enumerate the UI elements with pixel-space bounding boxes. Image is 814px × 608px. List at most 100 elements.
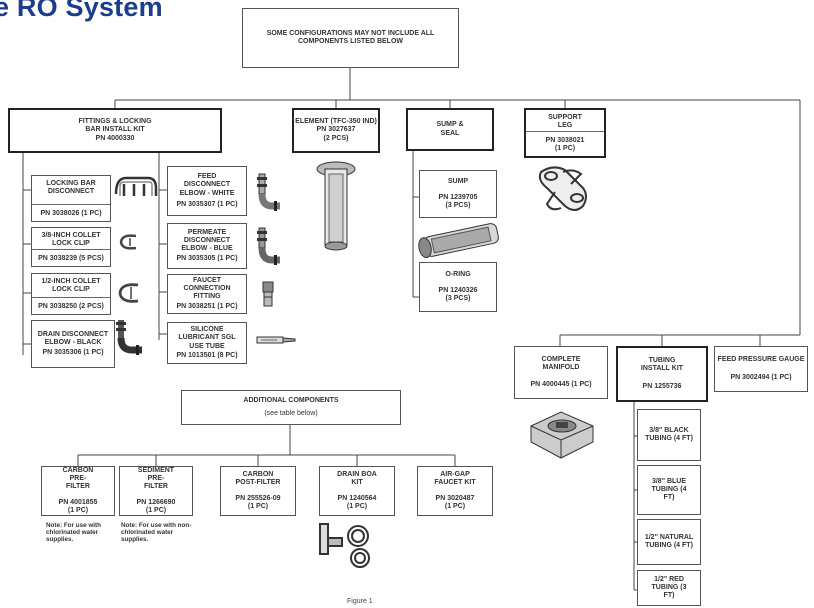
support-leg-icon [538,166,587,211]
top-note-text: SOME CONFIGURATIONS MAY NOT INCLUDE ALL … [266,29,435,45]
tubing-item: 1/2" RED TUBING (3 ft) [637,570,701,606]
drain-elbow-icon [116,320,142,355]
left-item-pn: PN 3038239 (5 pcs) [32,248,110,263]
tubing-kit-box: TUBING INSTALL KIT PN 1255736 [616,346,708,402]
additional-item-name: DRAIN BOA KIT [337,471,377,487]
chlorinated-note: Note: For use with chlorinated water sup… [46,522,101,544]
collet-clip-icon [119,234,137,250]
sump-housing-icon [418,223,499,258]
feed-gauge-box: FEED PRESSURE GAUGE PN 3002494 (1 pc) [714,346,808,392]
additional-components-box: ADDITIONAL COMPONENTS (see table below) [181,390,401,425]
left-item-pn: PN 3035306 (1 pc) [42,349,104,357]
top-note-box: SOME CONFIGURATIONS MAY NOT INCLUDE ALL … [242,8,459,68]
non-chlorinated-note: Note: For use with non-chlorinated water… [121,522,192,544]
o-ring-box: O-RING PN 1240326 (3 pcs) [419,262,497,312]
tubing-item: 3/8" BLACK TUBING (4 ft) [637,409,701,461]
sump-name: SUMP [447,177,469,185]
right-item-name: FEED DISCONNECT ELBOW - WHITE [179,173,235,197]
left-item-name: DRAIN DISCONNECT ELBOW - BLACK [37,330,109,346]
additional-item-pn: PN 4001855 [58,498,98,506]
install-kit-box: FITTINGS & LOCKING BAR INSTALL KIT PN 40… [8,108,222,153]
locking-bar-box: LOCKING BAR DISCONNECT PN 3038026 (1 pc) [31,175,111,222]
left-item-pn: PN 3038250 (2 pcs) [32,296,110,311]
element-box: ELEMENT (TFC-350 IND) PN 3027637 (2 pcs) [292,108,380,153]
additional-item: SEDIMENT PRE-FILTER PN 1266690 (1 pc) [119,466,193,516]
collet-clip-12-box: 1/2-INCH COLLET LOCK CLIP PN 3038250 (2 … [31,273,111,315]
additional-item-qty: (1 pc) [346,502,368,510]
support-leg-name: SUPPORT LEG [548,114,582,130]
permeate-elbow-box: PERMEATE DISCONNECT ELBOW - BLUE PN 3035… [167,223,247,269]
o-ring-name: O-RING [445,270,471,278]
support-leg-pn: PN 3038021 (1 pc) [526,130,604,154]
manifold-icon [530,411,594,459]
additional-item-pn: PN 1266690 [136,498,176,506]
element-cartridge-icon [316,161,356,251]
additional-item-name: SEDIMENT PRE-FILTER [137,466,175,491]
left-item-pn: PN 3038026 (1 pc) [32,203,110,218]
lubricant-tube-icon [256,336,296,344]
additional-title: ADDITIONAL COMPONENTS [243,397,339,405]
feed-elbow-icon [257,173,280,211]
tubing-kit-pn: PN 1255736 [642,382,682,390]
manifold-name: COMPLETE MANIFOLD [541,355,581,371]
install-kit-pn: PN 4000330 [95,134,135,142]
support-leg-qty: (1 pc) [554,144,576,152]
element-pn: PN 3027637 [316,126,356,134]
install-kit-name: FITTINGS & LOCKING BAR INSTALL KIT [78,118,152,134]
additional-item-qty: (1 pc) [444,502,466,510]
drain-boa-kit-icon [319,523,370,568]
page-title: e RO System [0,0,163,22]
additional-item-pn: PN 1240564 [337,494,377,502]
support-leg-box: SUPPORT LEG PN 3038021 (1 pc) [524,108,606,158]
tubing-item-name: 3/8" BLACK TUBING (4 ft) [645,426,693,442]
permeate-elbow-icon [257,227,280,265]
faucet-fitting-icon [262,281,274,307]
additional-item-qty: (1 pc) [67,506,89,514]
additional-item-pn: PN 255526-09 [235,494,281,502]
element-name: ELEMENT (TFC-350 IND) [295,118,377,126]
additional-item-name: CARBON PRE-FILTER [62,466,94,491]
left-item-name: 1/2-INCH COLLET LOCK CLIP [41,278,101,294]
additional-item-qty: (1 pc) [247,502,269,510]
faucet-fitting-box: FAUCET CONNECTION FITTING PN 3038251 (1 … [167,274,247,314]
tubing-item-name: 1/2" RED TUBING (3 ft) [651,575,687,600]
drain-elbow-box: DRAIN DISCONNECT ELBOW - BLACK PN 303530… [31,320,115,368]
right-item-pn: PN 3035307 (1 pc) [176,200,238,208]
additional-item-pn: PN 3020487 [435,494,475,502]
sump-seal-name: SUMP & SEAL [436,121,464,137]
element-qty: (2 pcs) [323,134,349,142]
tubing-item: 3/8" BLUE TUBING (4 ft) [637,465,701,515]
sump-qty: (3 pcs) [445,202,471,210]
left-item-name: 3/8-INCH COLLET LOCK CLIP [41,232,101,248]
additional-item: CARBON PRE-FILTER PN 4001855 (1 pc) [41,466,115,516]
sump-seal-box: SUMP & SEAL [406,108,494,151]
lubricant-box: SILICONE LUBRICANT SGL USE TUBE PN 10135… [167,322,247,364]
right-item-name: PERMEATE DISCONNECT ELBOW - BLUE [181,228,233,253]
collet-clip-38-box: 3/8-INCH COLLET LOCK CLIP PN 3038239 (5 … [31,227,111,267]
o-ring-qty: (3 pcs) [445,295,471,303]
o-ring-pn: PN 1240326 [438,286,478,294]
right-item-name: FAUCET CONNECTION FITTING [183,276,231,301]
additional-subtitle: (see table below) [264,409,318,417]
feed-gauge-pn: PN 3002494 (1 pc) [730,373,792,381]
sump-box: SUMP PN 1239705 (3 pcs) [419,170,497,218]
figure-caption: Figure 1 [347,598,373,605]
tubing-item-name: 3/8" BLUE TUBING (4 ft) [651,477,687,502]
additional-item-name: AIR-GAP FAUCET KIT [434,471,476,487]
additional-item-name: CARBON POST-FILTER [235,471,281,487]
sump-pn: PN 1239705 [438,193,478,201]
collet-clip-icon [118,283,139,303]
right-item-pn: PN 3035305 (1 pc) [176,255,238,263]
additional-item: CARBON POST-FILTER PN 255526-09 (1 pc) [220,466,296,516]
tubing-item-name: 1/2" NATURAL TUBING (4 ft) [644,533,694,549]
locking-bar-icon [114,176,158,196]
manifold-pn: PN 4000445 (1 pc) [530,381,592,389]
feed-elbow-box: FEED DISCONNECT ELBOW - WHITE PN 3035307… [167,166,247,216]
feed-gauge-name: FEED PRESSURE GAUGE [717,356,805,364]
tubing-item: 1/2" NATURAL TUBING (4 ft) [637,519,701,565]
tubing-kit-name: TUBING INSTALL KIT [640,357,684,373]
right-item-pn: PN 3038251 (1 pc) [176,303,238,311]
additional-item: AIR-GAP FAUCET KIT PN 3020487 (1 pc) [417,466,493,516]
right-item-pn: PN 1013501 (8 pc) [176,351,238,359]
support-leg-pn-text: PN 3038021 [545,136,585,144]
